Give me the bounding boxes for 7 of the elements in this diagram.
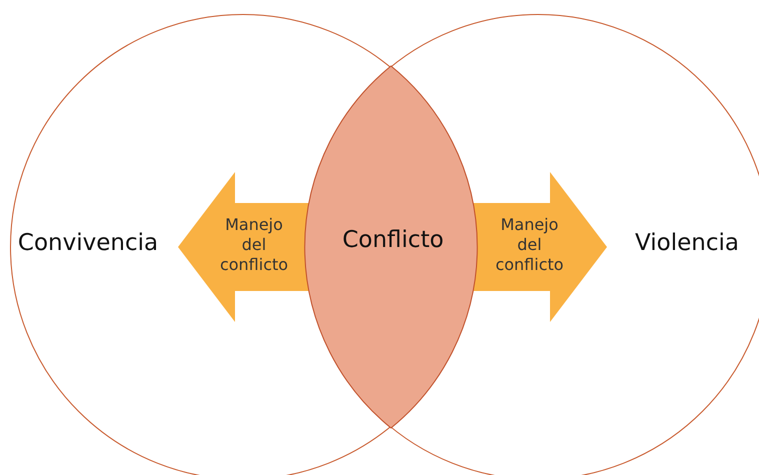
edge-label: Manejo del conflicto [218,215,290,275]
circle-label: Convivencia [18,230,158,256]
edge-label: Manejo del conflicto [494,215,565,275]
block-arrow [178,172,311,322]
circle-label: Violencia [635,230,739,256]
block-arrow [471,172,607,322]
circle-label: Conflicto [342,227,444,253]
